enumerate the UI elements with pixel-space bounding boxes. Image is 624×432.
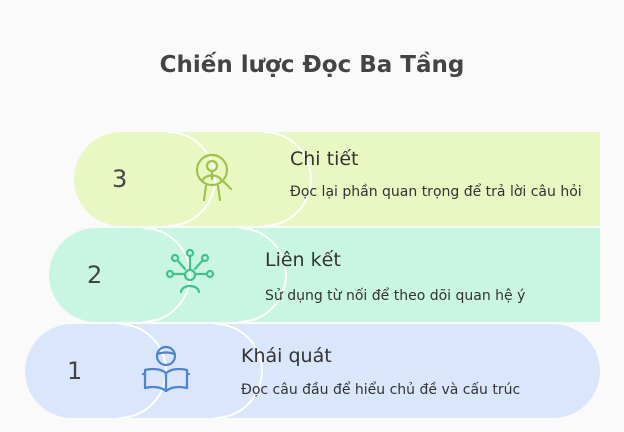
tier-1: 1 Khái quát Đọc câu đầu để hiểu chủ đề v… (25, 324, 600, 418)
tier-1-number: 1 (67, 357, 83, 385)
tier-1-shape (25, 324, 600, 418)
tier-3-number: 3 (112, 165, 128, 193)
diagram-title: Chiến lược Đọc Ba Tầng (159, 52, 465, 78)
reading-book-icon (141, 345, 191, 393)
tier-1-heading: Khái quát (241, 345, 332, 367)
tier-3-heading: Chi tiết (290, 148, 359, 170)
tier-1-description: Đọc câu đầu để hiểu chủ đề và cấu trúc (241, 382, 521, 398)
tier-3-shape (74, 132, 600, 226)
tier-2-heading: Liên kết (265, 249, 341, 271)
tier-2: 2 Liên kết Sử dụng từ nối để theo dõi qu… (49, 228, 600, 322)
tier-2-number: 2 (87, 261, 103, 289)
magnifier-person-icon (195, 153, 233, 202)
network-person-icon (165, 248, 215, 294)
tier-3-description: Đọc lại phần quan trọng để trả lời câu h… (290, 184, 582, 200)
tier-2-shape (49, 228, 600, 322)
tier-3: 3 Chi tiết Đọc lại phần quan trọng để tr… (74, 132, 600, 226)
tier-2-description: Sử dụng từ nối để theo dõi quan hệ ý (265, 288, 526, 304)
